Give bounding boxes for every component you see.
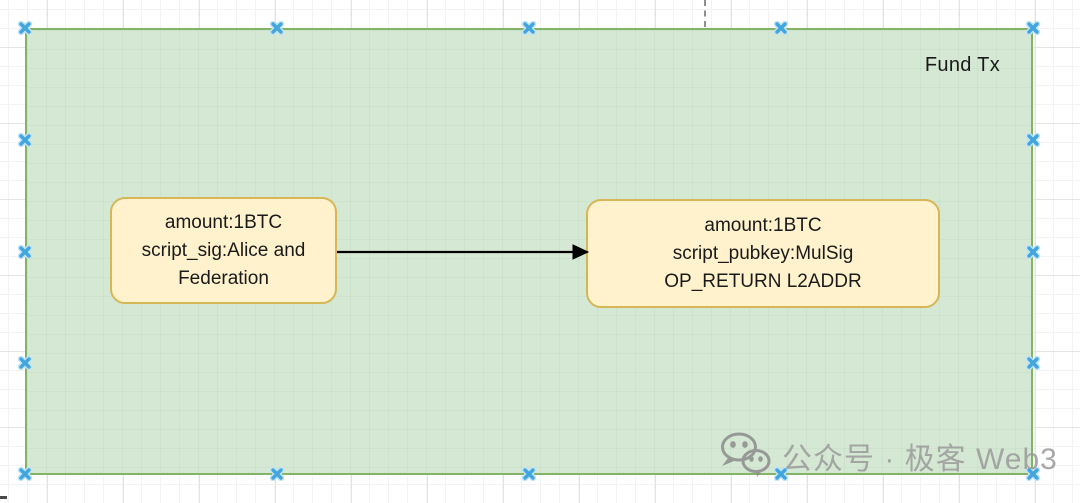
input-node[interactable]: amount:1BTC script_sig:Alice and Federat… <box>110 197 337 304</box>
wechat-icon <box>721 432 771 477</box>
selection-handle[interactable] <box>774 467 788 481</box>
input-node-line: amount:1BTC <box>164 211 283 233</box>
input-node-line: script_sig:Alice and <box>141 239 306 261</box>
selection-handle[interactable] <box>522 467 536 481</box>
selection-handle[interactable] <box>18 133 32 147</box>
output-node-line: amount:1BTC <box>704 214 822 236</box>
selection-handle[interactable] <box>774 21 788 35</box>
selection-handle[interactable] <box>18 467 32 481</box>
output-node-line: script_pubkey:MulSig <box>672 242 854 264</box>
watermark-text: 公众号 · 极客 Web3 <box>782 443 1058 476</box>
page-boundary-tick <box>0 496 7 499</box>
output-node[interactable]: amount:1BTC script_pubkey:MulSig OP_RETU… <box>586 199 940 308</box>
selection-handle[interactable] <box>1026 133 1040 147</box>
selection-handle[interactable] <box>1026 356 1040 370</box>
page-boundary-guide <box>704 0 706 27</box>
selection-handle[interactable] <box>18 245 32 259</box>
selection-handle[interactable] <box>18 21 32 35</box>
edge-arrow[interactable] <box>337 240 590 264</box>
input-node-line: Federation <box>178 267 269 289</box>
selection-handle[interactable] <box>1026 245 1040 259</box>
selection-handle[interactable] <box>18 356 32 370</box>
container-title: Fund Tx <box>924 54 1000 76</box>
selection-handle[interactable] <box>1026 467 1040 481</box>
watermark: 公众号 · 极客 Web3 <box>718 432 1058 480</box>
selection-handle[interactable] <box>522 21 536 35</box>
selection-handle[interactable] <box>270 21 284 35</box>
selection-handle[interactable] <box>1026 21 1040 35</box>
selection-handle[interactable] <box>270 467 284 481</box>
output-node-line: OP_RETURN L2ADDR <box>664 270 862 292</box>
